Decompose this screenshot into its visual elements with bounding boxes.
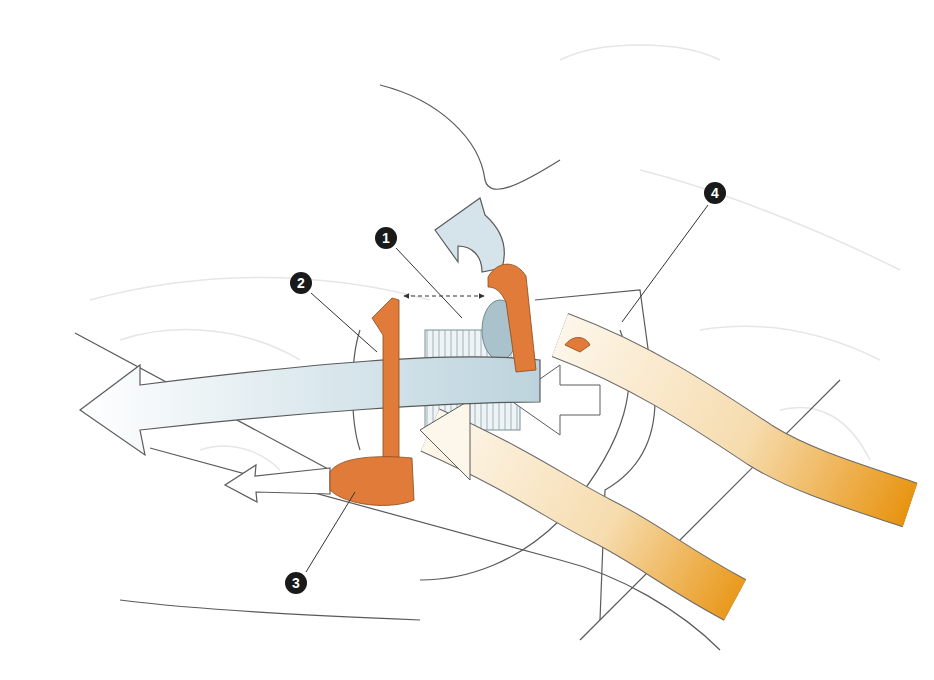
air-flap xyxy=(372,298,399,466)
leader-line xyxy=(311,293,377,352)
floor-line xyxy=(120,600,420,620)
air-flap xyxy=(488,264,536,372)
fresh-air-arrow xyxy=(80,357,540,455)
ghost-line xyxy=(120,330,300,360)
intake-air-arrow xyxy=(435,198,504,272)
ghost-line xyxy=(560,45,720,60)
leader-line xyxy=(396,248,462,318)
ghost-line xyxy=(640,170,900,270)
flap-group xyxy=(330,264,590,505)
leader-lines xyxy=(306,205,708,572)
callout-number: 3 xyxy=(285,572,307,594)
warm-air-ribbon xyxy=(430,430,735,600)
air-arrow-head xyxy=(420,400,470,480)
air-flap xyxy=(330,457,414,506)
warm-air-ribbon-edge xyxy=(560,335,910,505)
leader-line xyxy=(306,492,355,572)
leader-line xyxy=(622,205,708,322)
travel-arrow xyxy=(404,296,484,297)
callout-number: 1 xyxy=(375,227,397,249)
callout-number: 2 xyxy=(290,272,312,294)
warm-air-ribbon xyxy=(560,335,910,505)
car-outline xyxy=(75,85,840,650)
ghost-line xyxy=(200,446,280,470)
callout-number: 4 xyxy=(704,182,726,204)
ghost-line xyxy=(90,278,430,301)
air-flap xyxy=(565,338,590,353)
warm-air-ribbon-edge xyxy=(430,430,735,600)
floor-air-arrow xyxy=(225,465,330,502)
dashboard-line xyxy=(380,85,560,189)
ghost-line xyxy=(700,326,880,360)
